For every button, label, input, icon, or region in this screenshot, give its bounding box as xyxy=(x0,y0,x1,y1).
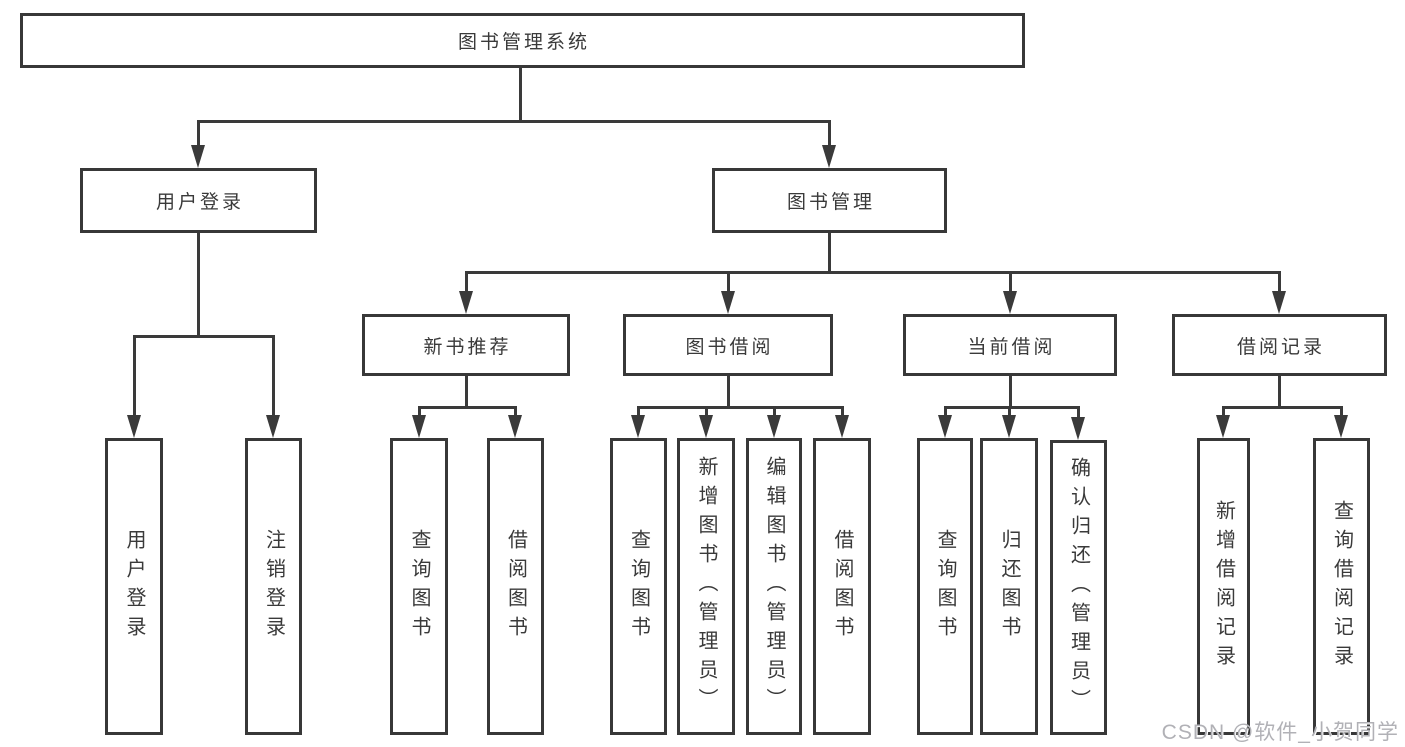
node-leaf-query-book-bor: 查询图书 xyxy=(610,438,667,735)
node-leaf-borrow-book-rec: 借阅图书 xyxy=(487,438,544,735)
connector-stub-borrow-records xyxy=(1277,376,1281,409)
arrow-down-icon xyxy=(412,415,426,438)
connector-drop-borrow-records xyxy=(1339,406,1343,420)
node-label-borrow-records: 借阅记录 xyxy=(1236,336,1325,358)
node-book-mgmt: 图书管理 xyxy=(712,168,947,233)
connector-drop-book-mgmt xyxy=(1277,271,1281,296)
connector-drop-current-borrow xyxy=(1076,406,1080,422)
node-leaf-user-login: 用户登录 xyxy=(105,438,163,735)
node-leaf-confirm-return: 确认归还（管理员） xyxy=(1050,440,1107,735)
connector-stub-book-mgmt xyxy=(827,233,831,274)
node-label-leaf-borrow-book: 借阅图书 xyxy=(831,528,853,645)
node-label-leaf-query-record: 查询借阅记录 xyxy=(1330,499,1353,674)
arrow-down-icon xyxy=(508,415,522,438)
node-book-borrow: 图书借阅 xyxy=(623,314,833,376)
node-label-root: 图书管理系统 xyxy=(457,32,590,53)
arrow-down-icon xyxy=(822,145,836,168)
node-current-borrow: 当前借阅 xyxy=(903,314,1117,376)
connector-rail-borrow-records xyxy=(1221,406,1343,409)
node-user-login: 用户登录 xyxy=(80,168,317,233)
arrow-down-icon xyxy=(1071,417,1085,440)
connector-rail-book-borrow xyxy=(636,406,844,409)
node-leaf-add-record: 新增借阅记录 xyxy=(1197,438,1250,735)
connector-drop-borrow-records xyxy=(1221,406,1225,420)
node-leaf-query-record: 查询借阅记录 xyxy=(1313,438,1370,735)
connector-drop-book-borrow xyxy=(704,406,708,420)
node-label-leaf-query-book-rec: 查询图书 xyxy=(408,528,430,645)
arrow-down-icon xyxy=(767,415,781,438)
node-label-leaf-add-record: 新增借阅记录 xyxy=(1212,499,1235,674)
connector-drop-user-login xyxy=(271,335,275,420)
node-label-leaf-user-login: 用户登录 xyxy=(123,528,145,645)
node-label-leaf-return-book: 归还图书 xyxy=(998,528,1020,645)
arrow-down-icon xyxy=(631,415,645,438)
connector-rail-user-login xyxy=(132,335,275,338)
arrow-down-icon xyxy=(1003,291,1017,314)
arrow-down-icon xyxy=(1334,415,1348,438)
node-leaf-query-book-rec: 查询图书 xyxy=(390,438,448,735)
connector-rail-book-mgmt xyxy=(464,271,1281,274)
connector-drop-user-login xyxy=(132,335,136,420)
connector-stub-new-book-rec xyxy=(464,376,468,409)
connector-drop-root xyxy=(196,120,200,150)
node-label-leaf-query-book-bor: 查询图书 xyxy=(627,528,650,645)
connector-drop-book-borrow xyxy=(840,406,844,420)
arrow-down-icon xyxy=(721,291,735,314)
arrow-down-icon xyxy=(699,415,713,438)
node-label-leaf-edit-book-admin: 编辑图书（管理员） xyxy=(763,456,785,717)
connector-stub-current-borrow xyxy=(1008,376,1012,409)
connector-rail-current-borrow xyxy=(943,406,1080,409)
node-label-leaf-borrow-book-rec: 借阅图书 xyxy=(504,528,527,645)
node-leaf-borrow-book: 借阅图书 xyxy=(813,438,871,735)
connector-rail-root xyxy=(196,120,831,123)
node-leaf-query-book-cur: 查询图书 xyxy=(917,438,973,735)
connector-drop-current-borrow xyxy=(943,406,947,420)
arrow-down-icon xyxy=(938,415,952,438)
connector-drop-new-book-rec xyxy=(513,406,517,420)
node-leaf-edit-book-admin: 编辑图书（管理员） xyxy=(746,438,802,735)
connector-drop-book-mgmt xyxy=(726,271,730,296)
node-label-leaf-add-book-admin: 新增图书（管理员） xyxy=(695,456,717,717)
arrow-down-icon xyxy=(1002,415,1016,438)
node-label-current-borrow: 当前借阅 xyxy=(967,336,1056,358)
node-label-user-login: 用户登录 xyxy=(155,192,244,213)
connector-drop-book-mgmt xyxy=(464,271,468,296)
connector-drop-new-book-rec xyxy=(417,406,421,420)
connector-rail-new-book-rec xyxy=(417,406,517,409)
node-label-leaf-query-book-cur: 查询图书 xyxy=(934,528,956,645)
node-label-book-borrow: 图书借阅 xyxy=(685,336,774,358)
arrow-down-icon xyxy=(459,291,473,314)
node-leaf-logout: 注销登录 xyxy=(245,438,302,735)
csdn-watermark: CSDN @软件_小贺同学 xyxy=(1161,721,1399,744)
arrow-down-icon xyxy=(191,145,205,168)
connector-drop-book-mgmt xyxy=(1008,271,1012,296)
node-label-leaf-logout: 注销登录 xyxy=(262,528,285,645)
connector-drop-book-borrow xyxy=(772,406,776,420)
connector-stub-root xyxy=(518,68,522,123)
node-leaf-add-book-admin: 新增图书（管理员） xyxy=(677,438,735,735)
arrow-down-icon xyxy=(1216,415,1230,438)
connector-drop-root xyxy=(827,120,831,150)
connector-drop-current-borrow xyxy=(1007,406,1011,420)
arrow-down-icon xyxy=(1272,291,1286,314)
node-borrow-records: 借阅记录 xyxy=(1172,314,1387,376)
node-new-book-rec: 新书推荐 xyxy=(362,314,570,376)
arrow-down-icon xyxy=(266,415,280,438)
connector-drop-book-borrow xyxy=(636,406,640,420)
node-label-new-book-rec: 新书推荐 xyxy=(423,336,512,358)
arrow-down-icon xyxy=(127,415,141,438)
arrow-down-icon xyxy=(835,415,849,438)
connector-stub-book-borrow xyxy=(726,376,730,409)
node-leaf-return-book: 归还图书 xyxy=(980,438,1038,735)
node-root: 图书管理系统 xyxy=(20,13,1025,68)
connector-stub-user-login xyxy=(196,233,200,338)
node-label-leaf-confirm-return: 确认归还（管理员） xyxy=(1067,457,1090,718)
node-label-book-mgmt: 图书管理 xyxy=(786,192,875,213)
